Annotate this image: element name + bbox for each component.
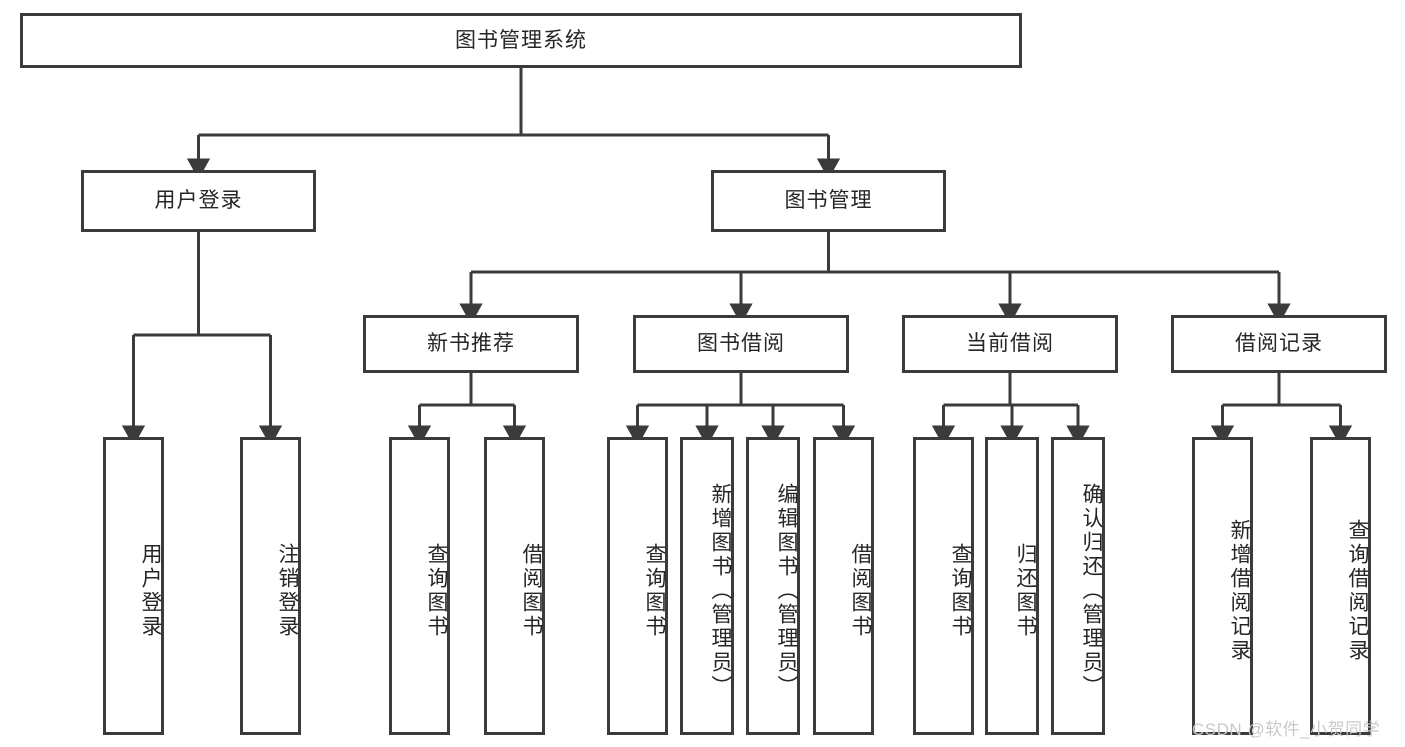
node-root[interactable]: 图书管理系统	[20, 13, 1022, 68]
node-leaf-borrow-add[interactable]: 新增图书（管理员）	[680, 437, 734, 735]
node-book-borrow[interactable]: 图书借阅	[633, 315, 849, 373]
node-book-manage[interactable]: 图书管理	[711, 170, 946, 232]
node-label: 查询图书	[643, 543, 666, 639]
node-leaf-borrow-do[interactable]: 借阅图书	[813, 437, 874, 735]
node-label: 图书管理	[784, 189, 873, 213]
node-label: 注销登录	[276, 543, 299, 639]
node-label: 确认归还（管理员）	[1080, 483, 1103, 699]
node-label: 归还图书	[1014, 543, 1037, 639]
node-leaf-rec-search[interactable]: 查询借阅记录	[1310, 437, 1371, 735]
node-label: 新书推荐	[427, 332, 515, 356]
node-leaf-borrow-query[interactable]: 查询图书	[607, 437, 668, 735]
node-leaf-rec-borrow[interactable]: 借阅图书	[484, 437, 545, 735]
node-label: 新增借阅记录	[1228, 519, 1251, 663]
node-leaf-cur-query[interactable]: 查询图书	[913, 437, 974, 735]
node-label: 查询图书	[949, 543, 972, 639]
node-leaf-user-login[interactable]: 用户登录	[103, 437, 164, 735]
node-label: 新增图书（管理员）	[709, 483, 732, 699]
edge-group	[121, 68, 1353, 447]
node-label: 图书管理系统	[455, 28, 587, 52]
node-leaf-user-logout[interactable]: 注销登录	[240, 437, 301, 735]
node-label: 图书借阅	[697, 332, 785, 356]
node-label: 借阅记录	[1235, 332, 1323, 356]
node-label: 查询借阅记录	[1346, 519, 1369, 663]
node-label: 查询图书	[425, 543, 448, 639]
node-user-login[interactable]: 用户登录	[81, 170, 316, 232]
node-leaf-borrow-edit[interactable]: 编辑图书（管理员）	[746, 437, 800, 735]
node-current-borrow[interactable]: 当前借阅	[902, 315, 1118, 373]
node-label: 借阅图书	[520, 543, 543, 639]
node-borrow-record[interactable]: 借阅记录	[1171, 315, 1387, 373]
node-leaf-cur-return[interactable]: 归还图书	[985, 437, 1039, 735]
node-label: 编辑图书（管理员）	[775, 483, 798, 699]
node-label: 借阅图书	[849, 543, 872, 639]
node-leaf-rec-query[interactable]: 查询图书	[389, 437, 450, 735]
node-leaf-cur-confirm[interactable]: 确认归还（管理员）	[1051, 437, 1105, 735]
node-new-book-rec[interactable]: 新书推荐	[363, 315, 579, 373]
node-leaf-rec-add[interactable]: 新增借阅记录	[1192, 437, 1253, 735]
node-label: 用户登录	[154, 189, 243, 213]
csdn-watermark: CSDN @软件_小贺同学	[1192, 720, 1381, 739]
node-label: 当前借阅	[966, 332, 1054, 356]
node-label: 用户登录	[139, 543, 162, 639]
